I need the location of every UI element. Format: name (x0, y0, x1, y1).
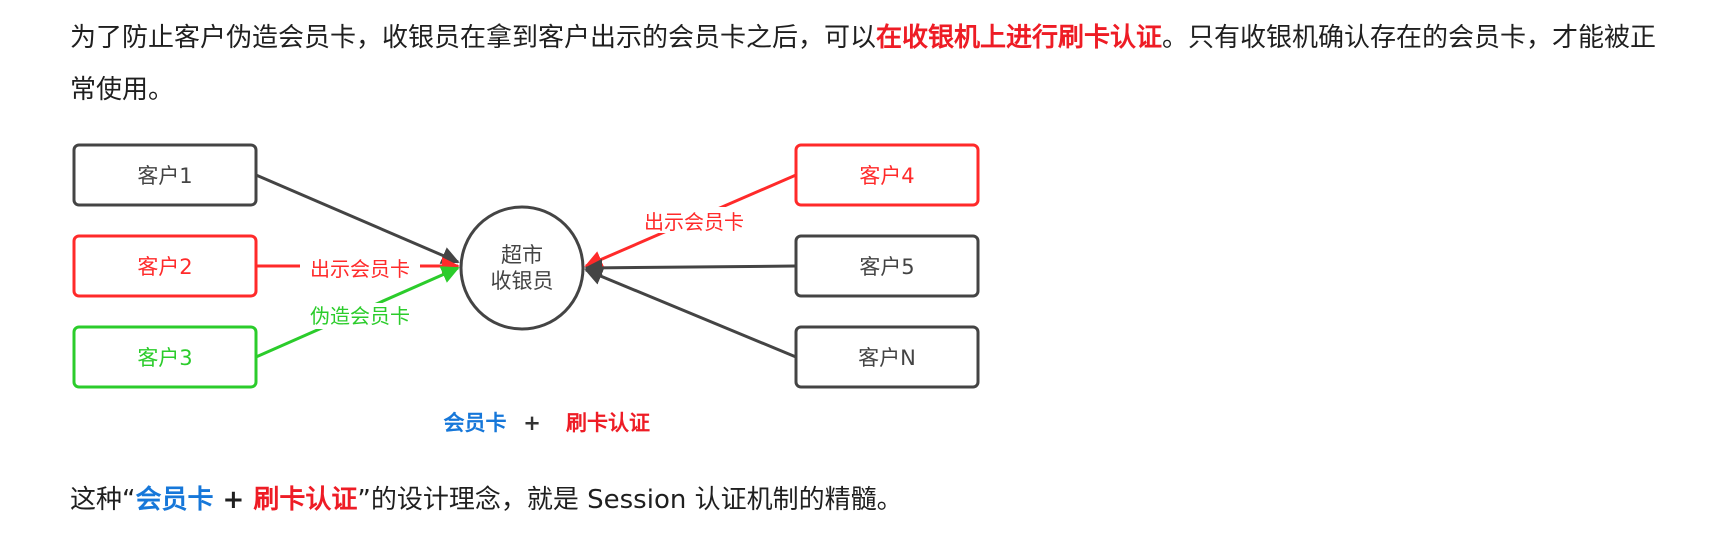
customerN-label: 客户N (858, 346, 916, 370)
summary-paragraph: 这种“会员卡 + 刷卡认证”的设计理念，就是 Session 认证机制的精髓。 (70, 474, 1670, 526)
edge-label-show-card-right: 出示会员卡 (644, 210, 744, 234)
customer4-label: 客户4 (859, 164, 914, 188)
edge-label-forge-card: 伪造会员卡 (310, 304, 410, 328)
caption-auth: 刷卡认证 (566, 411, 650, 435)
edge-customer4 (584, 173, 797, 268)
summary-plus: + (213, 485, 254, 515)
cashier-node (459, 205, 585, 331)
customer3-label: 客户3 (137, 346, 192, 370)
edge-label-show-card-left: 出示会员卡 (310, 257, 410, 281)
intro-highlight: 在收银机上进行刷卡认证 (876, 23, 1163, 53)
summary-highlight-auth: 刷卡认证 (253, 485, 358, 515)
caption-plus: + (523, 411, 541, 435)
edge-customerN (584, 267, 797, 359)
customer4-box (794, 143, 980, 207)
cashier-label-line2: 收银员 (491, 269, 554, 293)
cashier-label-line1: 超市 (501, 243, 543, 267)
summary-highlight-card: 会员卡 (135, 485, 214, 515)
customer2-label: 客户2 (137, 255, 192, 279)
caption-card: 会员卡 (444, 411, 507, 435)
customer3-box (72, 325, 258, 389)
customer1-box (72, 143, 258, 207)
customerN-box (794, 325, 980, 389)
edge-customer5 (584, 258, 797, 277)
edge-customer1 (255, 173, 460, 264)
intro-text-before: 为了防止客户伪造会员卡，收银员在拿到客户出示的会员卡之后，可以 (70, 23, 877, 53)
summary-text-before: 这种“ (70, 485, 136, 515)
customer5-label: 客户5 (859, 255, 914, 279)
intro-text-after: 。只有收银机确认存在的会员卡，才能被正常使用。 (70, 23, 1657, 105)
summary-text-after: ”的设计理念，就是 Session 认证机制的精髓。 (357, 485, 903, 515)
intro-paragraph: 为了防止客户伪造会员卡，收银员在拿到客户出示的会员卡之后，可以在收银机上进行刷卡… (70, 12, 1670, 116)
edge-customer3 (255, 266, 460, 359)
customer1-label: 客户1 (137, 164, 192, 188)
customer5-box (794, 234, 980, 298)
customer2-box (72, 234, 258, 298)
